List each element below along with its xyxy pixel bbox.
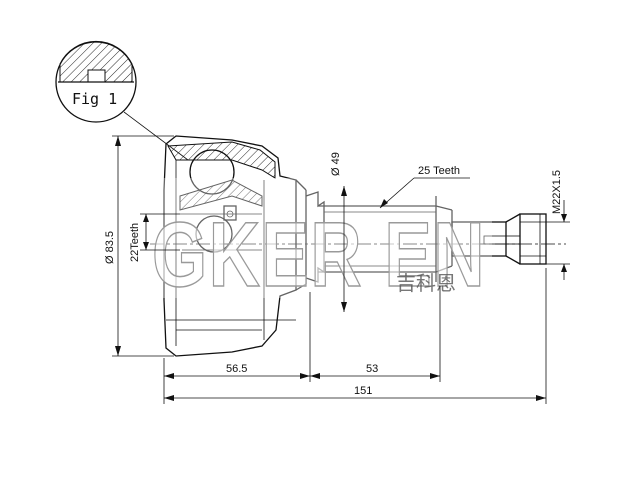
svg-text:吉科恩: 吉科恩 (396, 271, 456, 295)
leader-outer-teeth: 25 Teeth (379, 165, 470, 209)
outer-bell-housing (163, 135, 307, 357)
threaded-end (451, 213, 547, 265)
dim-outer-diameter: Ø 83.5 (104, 135, 174, 357)
lower-ball (195, 215, 233, 253)
dim-lengths: 56.5 53 151 (163, 268, 547, 404)
svg-text:25 Teeth: 25 Teeth (418, 165, 460, 177)
dim-thread: M22X1.5 (546, 170, 570, 280)
fig1-detail-callout: Fig 1 (55, 41, 189, 161)
svg-text:Ø 49: Ø 49 (330, 152, 342, 176)
svg-text:22Teeth: 22Teeth (129, 223, 141, 262)
watermark-logo: GKER EN 吉科恩 (148, 178, 492, 307)
dim-bearing-diameter: Ø 49 (330, 152, 347, 312)
detail-section-hatch (59, 41, 133, 83)
svg-text:56.5: 56.5 (226, 363, 247, 375)
splined-shaft (305, 191, 453, 283)
fig-label: Fig 1 (72, 90, 117, 108)
svg-text:151: 151 (354, 385, 372, 397)
svg-text:M22X1.5: M22X1.5 (551, 170, 563, 214)
svg-text:GKER EN: GKER EN (152, 204, 486, 306)
upper-ball (189, 149, 235, 195)
inner-race-and-balls (179, 149, 263, 253)
svg-text:Ø 83.5: Ø 83.5 (104, 231, 116, 264)
dim-inner-teeth: 22Teeth (129, 213, 180, 262)
svg-text:53: 53 (366, 363, 378, 375)
